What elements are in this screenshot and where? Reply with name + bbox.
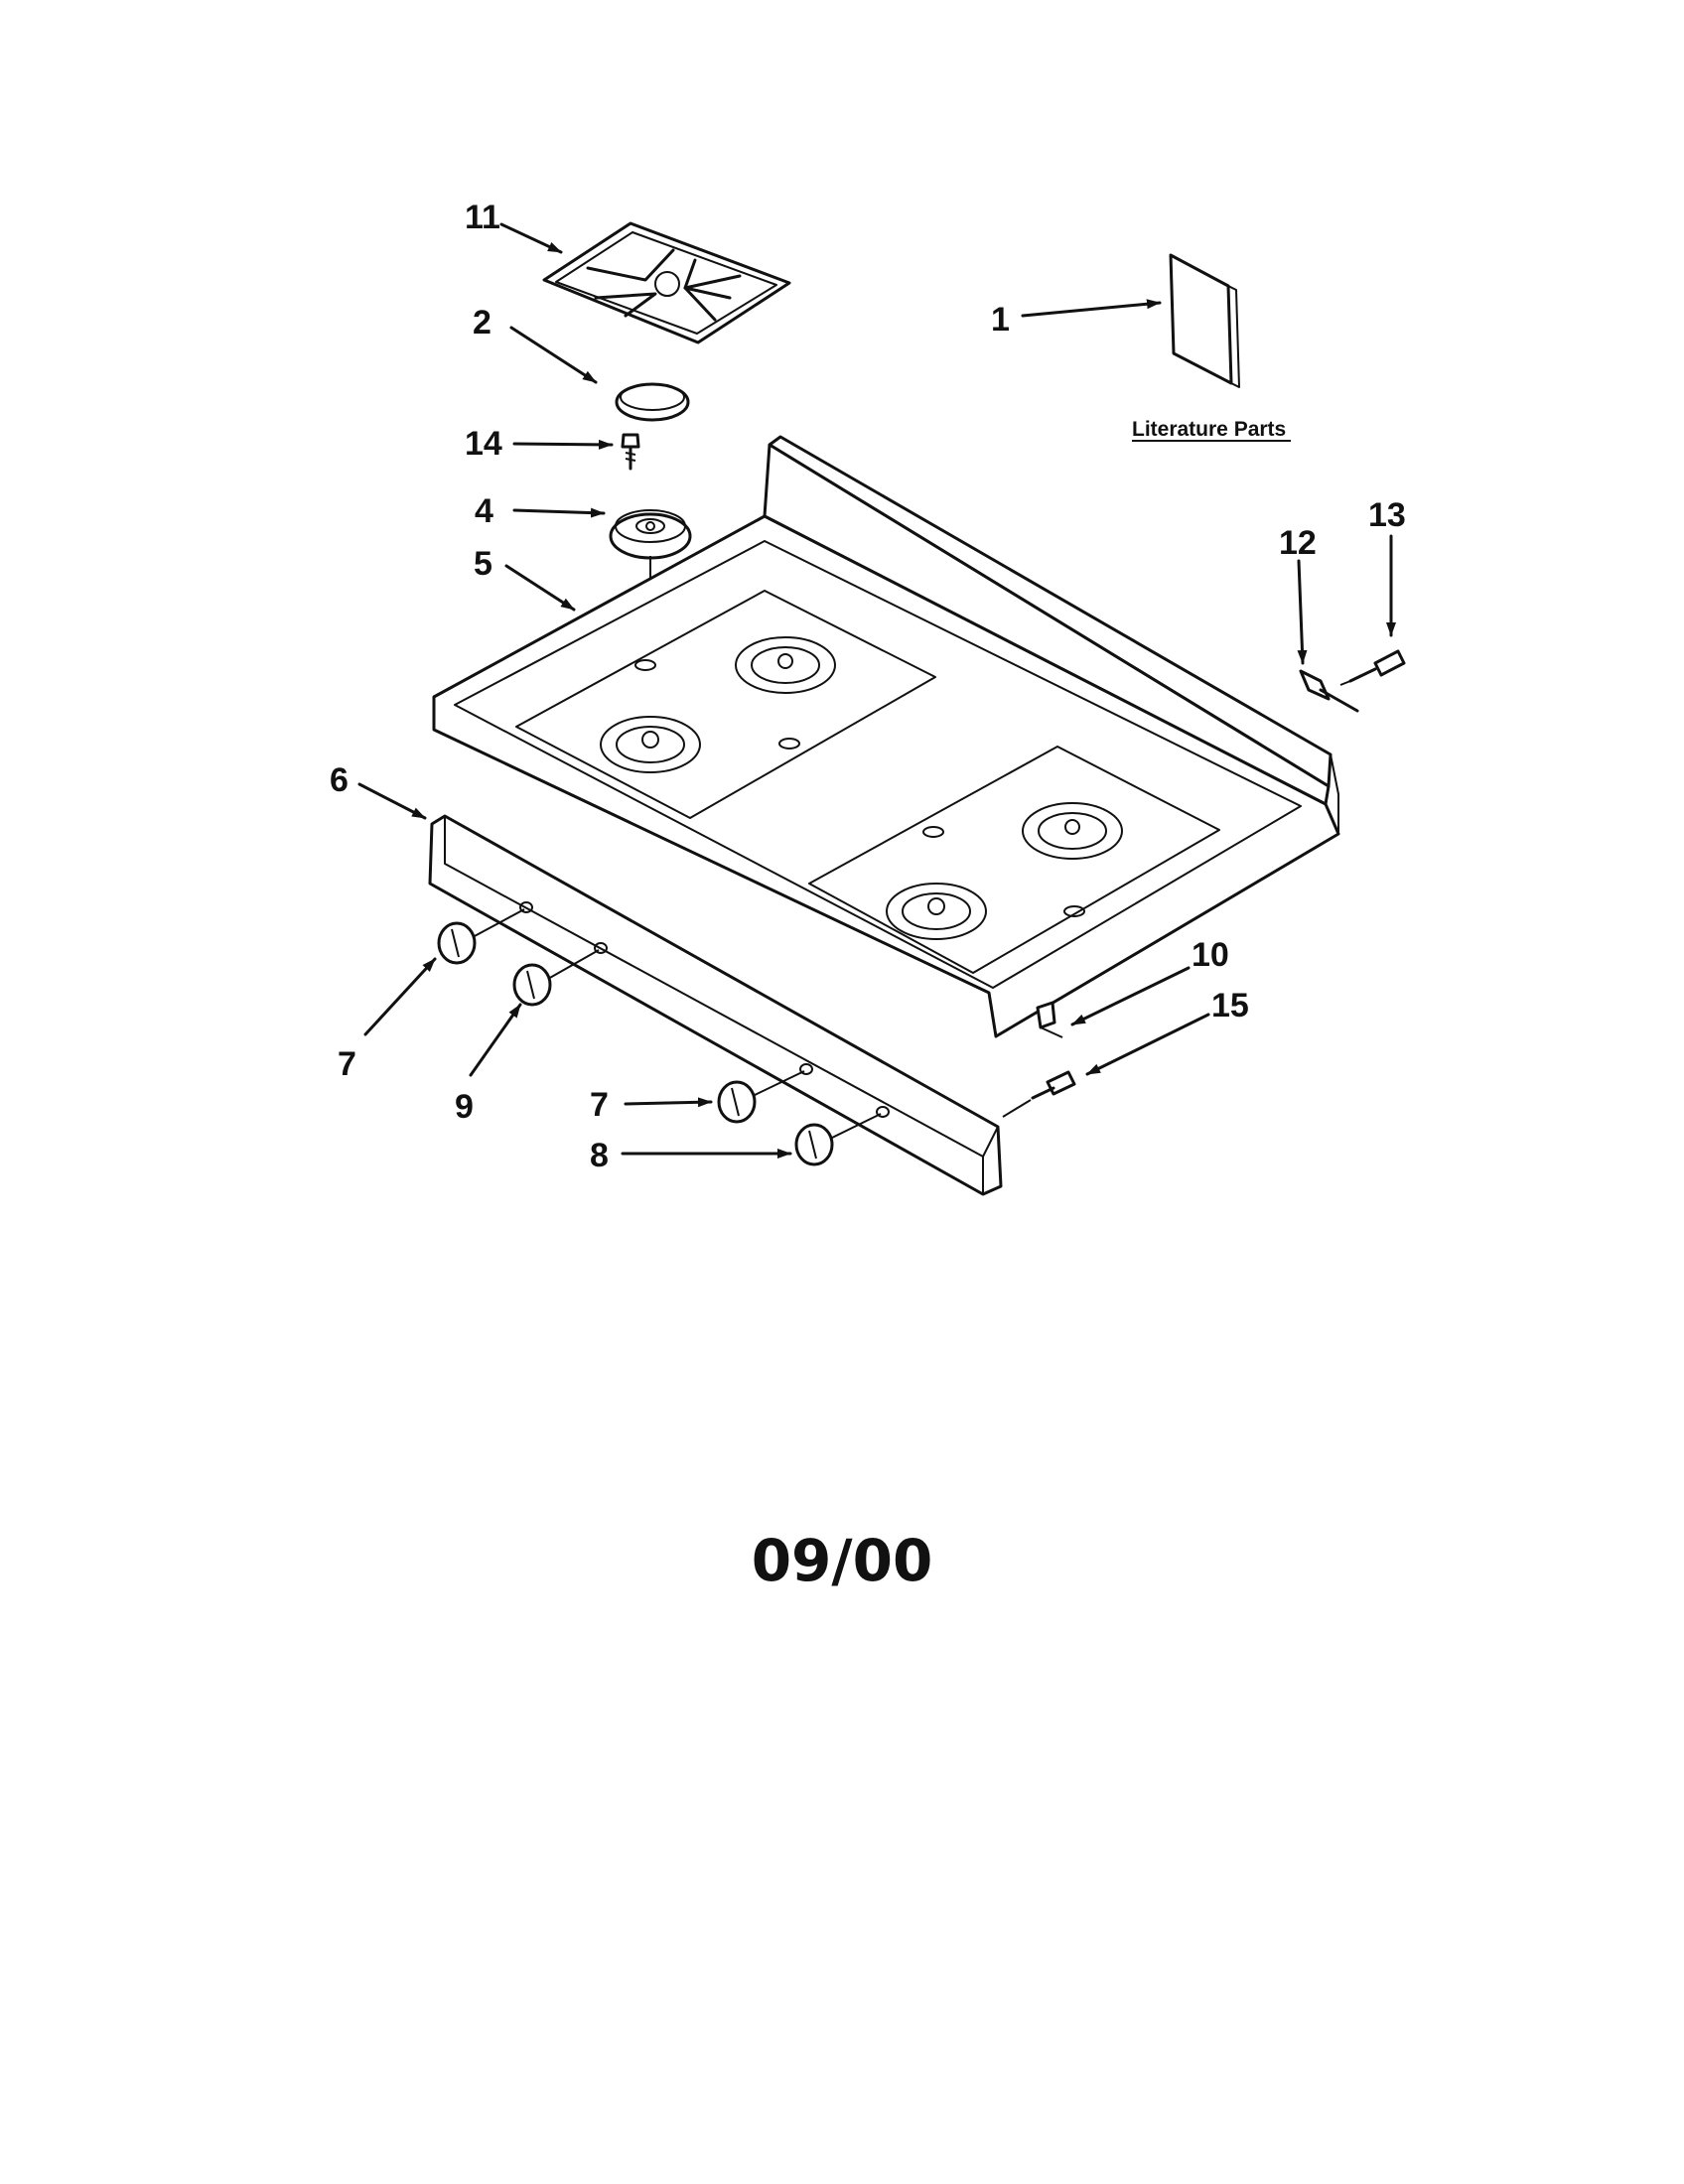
knob-7-left [437, 908, 525, 965]
callout-14: 14 [465, 425, 502, 463]
callout-13: 13 [1368, 496, 1406, 534]
burner-base [609, 509, 692, 560]
callout-9: 9 [455, 1088, 474, 1126]
literature-booklet [1132, 253, 1291, 442]
clip [1036, 1001, 1063, 1038]
bracket-screw [1339, 649, 1406, 686]
callout-2: 2 [473, 304, 491, 341]
revision-date-code: 09/00 [751, 1527, 933, 1594]
callout-15: 15 [1211, 987, 1249, 1024]
burner-screw [621, 433, 640, 471]
callout-1: 1 [991, 301, 1010, 339]
knob-9 [512, 949, 600, 1007]
knob-7-right [717, 1070, 805, 1124]
side-screw [1002, 1070, 1076, 1118]
callout-11: 11 [465, 199, 500, 236]
callout-8: 8 [590, 1137, 609, 1174]
burner-cap [615, 382, 690, 422]
callout-10: 10 [1192, 936, 1229, 974]
control-panel-trim [428, 814, 1003, 1196]
callout-7-right: 7 [590, 1086, 609, 1124]
burner-grate [542, 221, 791, 344]
cooktop-main-top [432, 435, 1340, 1038]
callout-7-left: 7 [338, 1045, 356, 1083]
callout-12: 12 [1279, 524, 1317, 562]
literature-parts-label: Literature Parts [1132, 418, 1286, 441]
callout-4: 4 [475, 492, 493, 530]
callout-5: 5 [474, 545, 492, 583]
knob-8 [794, 1113, 882, 1166]
leader-arrows [357, 222, 1396, 1159]
bracket [1299, 669, 1359, 713]
callout-6: 6 [330, 761, 349, 799]
